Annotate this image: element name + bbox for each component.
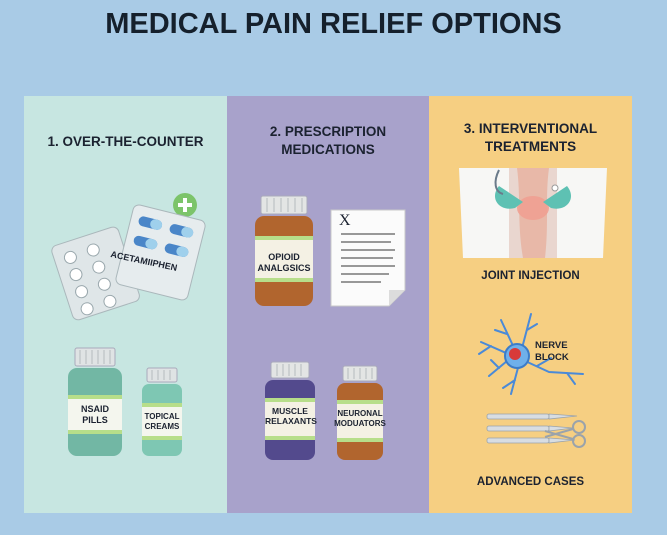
pill-bottle-icon [68, 347, 122, 456]
pill-bottle-icon [255, 195, 313, 306]
label-nerve-block: NERVE BLOCK [535, 340, 569, 363]
panel-heading-line2: TREATMENTS [484, 139, 577, 154]
pill-bottle-icon [337, 365, 383, 460]
label-advanced-cases: ADVANCED CASES [476, 476, 585, 488]
bottle-label-topical: TOPICAL CREAMS [144, 412, 180, 431]
panel-over-the-counter: 1. OVER-THE-COUNTER ACETAMIIP [24, 96, 227, 513]
label-joint-injection: JOINT INJECTION [481, 270, 580, 282]
panel-heading-line2: MEDICATIONS [281, 142, 375, 157]
bottle-label-nsaid: NSAID PILLS [80, 404, 109, 425]
panel-heading-line1: 3. INTERVENTIONAL [463, 121, 598, 136]
scalpel-icon [486, 413, 578, 444]
scissors-icon [544, 420, 586, 448]
pill-bottle-icon [142, 367, 182, 456]
knee-joint-icon [459, 168, 607, 258]
panel-heading: 1. OVER-THE-COUNTER [47, 134, 204, 149]
bottle-label-muscle: MUSCLE RELAXANTS [265, 406, 317, 426]
nerve-cell-icon [478, 313, 584, 395]
panel-heading-line1: 2. PRESCRIPTION [269, 124, 387, 139]
bottle-label-opioid: OPIOID ANALGSICS [257, 252, 311, 273]
pill-bottle-icon [265, 361, 315, 460]
plus-icon [173, 193, 197, 217]
blister-pack-icon [51, 204, 206, 321]
rx-symbol: X [339, 212, 351, 229]
prescription-paper-icon [330, 209, 406, 307]
panel-interventional: 3. INTERVENTIONAL TREATMENTS JOINT INJEC… [429, 96, 632, 513]
panel-prescription: 2. PRESCRIPTION MEDICATIONS OPIOID ANALG… [227, 96, 429, 513]
bottle-label-neuronal: NEURONAL MODUATORS [334, 409, 386, 428]
page-title: MEDICAL PAIN RELIEF OPTIONS [105, 8, 562, 40]
